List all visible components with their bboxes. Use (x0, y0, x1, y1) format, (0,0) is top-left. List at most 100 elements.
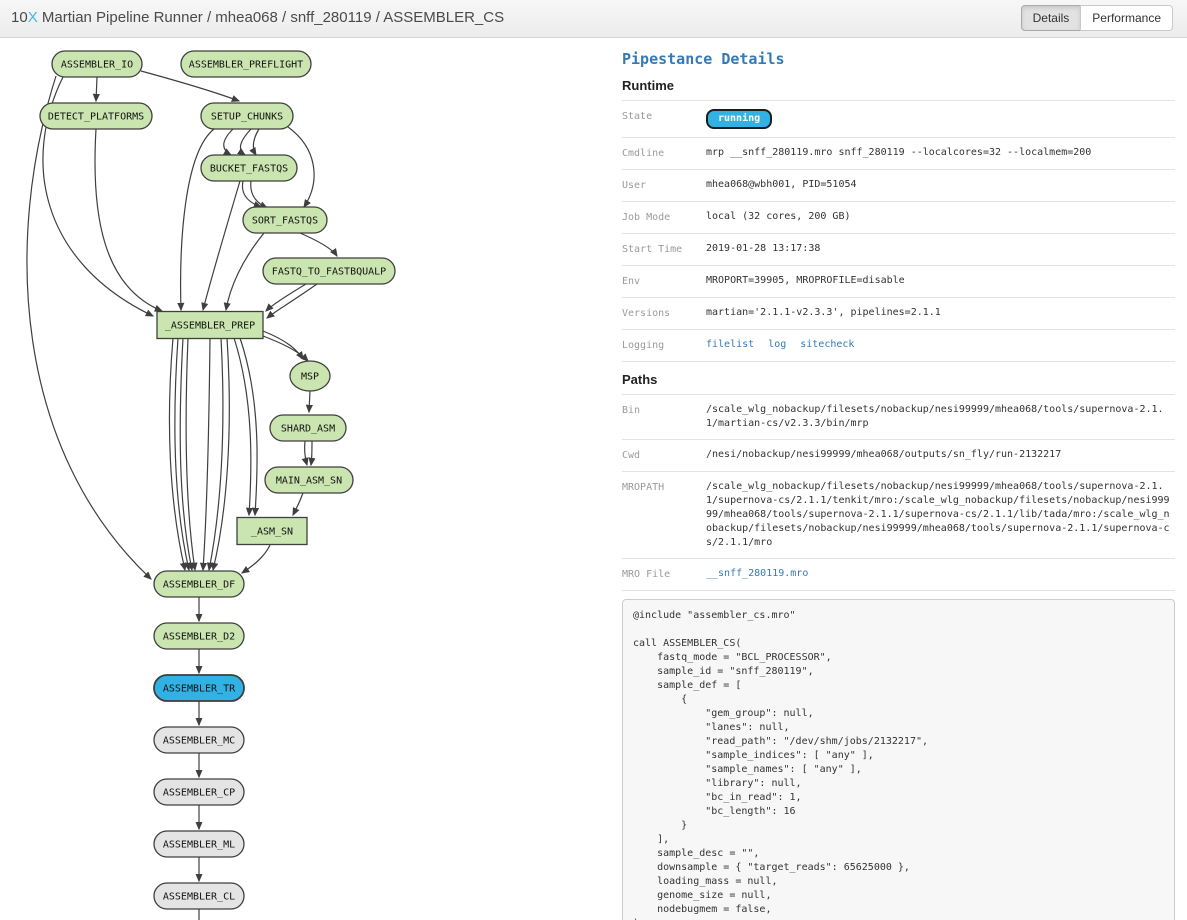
kv-value-env: MROPORT=39905, MROPROFILE=disable (706, 274, 1175, 289)
edge-SHARD_ASM-to-MAIN_ASM_SN (311, 441, 312, 465)
node-MSP[interactable]: MSP (290, 361, 330, 391)
node-ASSEMBLER_CP[interactable]: ASSEMBLER_CP (154, 779, 244, 805)
edge-_ASSEMBLER_PREP-to-_ASM_SN (234, 338, 251, 515)
node-label-_ASM_SN: _ASM_SN (251, 527, 293, 538)
kv-value-user: mhea068@wbh001, PID=51054 (706, 178, 1175, 193)
edge-FASTQ_TO_FASTBQUALP-to-_ASSEMBLER_PREP (267, 284, 317, 318)
node-label-DETECT_PLATFORMS: DETECT_PLATFORMS (48, 112, 144, 123)
brand-x: X (28, 9, 38, 26)
edge-FASTQ_TO_FASTBQUALP-to-_ASSEMBLER_PREP (266, 284, 306, 311)
top-bar: 10X Martian Pipeline Runner / mhea068 / … (0, 0, 1187, 38)
node-SETUP_CHUNKS[interactable]: SETUP_CHUNKS (201, 103, 293, 129)
edge-ASSEMBLER_IO-to-DETECT_PLATFORMS (96, 77, 97, 101)
node-ASSEMBLER_TR[interactable]: ASSEMBLER_TR (154, 675, 244, 701)
kv-label-start-time: Start Time (622, 242, 706, 257)
brand-10: 10 (11, 9, 28, 26)
node-label-BUCKET_FASTQS: BUCKET_FASTQS (210, 164, 288, 175)
kv-value-versions: martian='2.1.1-v2.3.3', pipelines=2.1.1 (706, 306, 1175, 321)
edge-BUCKET_FASTQS-to-_ASSEMBLER_PREP (203, 181, 240, 310)
node-label-FASTQ_TO_FASTBQUALP: FASTQ_TO_FASTBQUALP (272, 267, 386, 278)
kv-row-versions: Versionsmartian='2.1.1-v2.3.3', pipeline… (622, 298, 1175, 330)
kv-table-paths: Bin/scale_wlg_nobackup/filesets/nobackup… (622, 394, 1175, 591)
edge-SETUP_CHUNKS-to-BUCKET_FASTQS (240, 129, 251, 155)
edge-SETUP_CHUNKS-to-BUCKET_FASTQS (224, 129, 233, 155)
tab-details[interactable]: Details (1021, 5, 1082, 31)
node-label-ASSEMBLER_PREFLIGHT: ASSEMBLER_PREFLIGHT (189, 60, 303, 71)
kv-label-user: User (622, 178, 706, 193)
page-title: 10X Martian Pipeline Runner / mhea068 / … (11, 9, 504, 26)
kv-value-cmdline: mrp __snff_280119.mro snff_280119 --loca… (706, 146, 1175, 161)
kv-label-job-mode: Job Mode (622, 210, 706, 225)
kv-value-bin: /scale_wlg_nobackup/filesets/nobackup/ne… (706, 403, 1175, 431)
edge-_ASSEMBLER_PREP-to-ASSEMBLER_DF (186, 338, 195, 570)
kv-value-logging: filelist log sitecheck (706, 338, 1175, 353)
kv-value-state: running (706, 109, 1175, 129)
node-DETECT_PLATFORMS[interactable]: DETECT_PLATFORMS (40, 103, 152, 129)
edge-_ASSEMBLER_PREP-to-_ASM_SN (240, 338, 257, 515)
mro-source-code: @include "assembler_cs.mro" call ASSEMBL… (622, 599, 1175, 920)
breadcrumb: Martian Pipeline Runner / mhea068 / snff… (38, 9, 504, 26)
kv-value-mro-file: __snff_280119.mro (706, 567, 1175, 582)
edge-_ASSEMBLER_PREP-to-ASSEMBLER_DF (203, 338, 210, 570)
kv-row-logging: Loggingfilelist log sitecheck (622, 330, 1175, 362)
kv-label-versions: Versions (622, 306, 706, 321)
link-sitecheck[interactable]: sitecheck (800, 339, 854, 350)
node-ASSEMBLER_PREFLIGHT[interactable]: ASSEMBLER_PREFLIGHT (181, 51, 311, 77)
edge-ASSEMBLER_IO-to-ASSEMBLER_DF (27, 76, 151, 579)
node-ASSEMBLER_CL[interactable]: ASSEMBLER_CL (154, 883, 244, 909)
node-BUCKET_FASTQS[interactable]: BUCKET_FASTQS (201, 155, 297, 181)
kv-row-cwd: Cwd/nesi/nobackup/nesi99999/mhea068/outp… (622, 440, 1175, 472)
kv-row-job-mode: Job Modelocal (32 cores, 200 GB) (622, 202, 1175, 234)
link-mro-file[interactable]: __snff_280119.mro (706, 568, 808, 579)
details-sections: RuntimeStaterunningCmdlinemrp __snff_280… (622, 78, 1175, 591)
kv-row-env: EnvMROPORT=39905, MROPROFILE=disable (622, 266, 1175, 298)
node-label-MAIN_ASM_SN: MAIN_ASM_SN (276, 476, 342, 487)
node-SHARD_ASM[interactable]: SHARD_ASM (270, 415, 346, 441)
node-_ASM_SN[interactable]: _ASM_SN (237, 518, 307, 545)
kv-row-bin: Bin/scale_wlg_nobackup/filesets/nobackup… (622, 395, 1175, 440)
kv-value-cwd: /nesi/nobackup/nesi99999/mhea068/outputs… (706, 448, 1175, 463)
kv-label-cwd: Cwd (622, 448, 706, 463)
edge-_ASSEMBLER_PREP-to-ASSEMBLER_DF (209, 338, 223, 570)
kv-value-mropath: /scale_wlg_nobackup/filesets/nobackup/ne… (706, 480, 1175, 550)
kv-label-cmdline: Cmdline (622, 146, 706, 161)
node-label-ASSEMBLER_CL: ASSEMBLER_CL (163, 892, 235, 903)
node-label-ASSEMBLER_IO: ASSEMBLER_IO (61, 60, 133, 71)
link-filelist[interactable]: filelist (706, 339, 754, 350)
tab-performance[interactable]: Performance (1080, 5, 1173, 31)
node-ASSEMBLER_DF[interactable]: ASSEMBLER_DF (154, 571, 244, 597)
kv-label-state: State (622, 109, 706, 129)
edge-BUCKET_FASTQS-to-SORT_FASTQS (242, 181, 261, 207)
edge-SORT_FASTQS-to-_ASSEMBLER_PREP (226, 233, 264, 310)
edge-SORT_FASTQS-to-FASTQ_TO_FASTBQUALP (300, 233, 337, 256)
pipeline-graph: ASSEMBLER_IO ASSEMBLER_PREFLIGHT DETECT_PL… (0, 42, 620, 920)
kv-label-logging: Logging (622, 338, 706, 353)
node-_ASSEMBLER_PREP[interactable]: _ASSEMBLER_PREP (157, 312, 263, 339)
kv-value-start-time: 2019-01-28 13:17:38 (706, 242, 1175, 257)
link-log[interactable]: log (768, 339, 786, 350)
state-badge: running (706, 109, 772, 129)
kv-row-start-time: Start Time2019-01-28 13:17:38 (622, 234, 1175, 266)
kv-row-mro-file: MRO File__snff_280119.mro (622, 559, 1175, 591)
node-MAIN_ASM_SN[interactable]: MAIN_ASM_SN (265, 467, 353, 493)
node-label-MSP: MSP (301, 372, 319, 383)
edge-MSP-to-SHARD_ASM (309, 391, 310, 412)
node-label-SHARD_ASM: SHARD_ASM (281, 424, 335, 435)
node-ASSEMBLER_D2[interactable]: ASSEMBLER_D2 (154, 623, 244, 649)
panel-title: Pipestance Details (622, 50, 1175, 68)
node-label-SETUP_CHUNKS: SETUP_CHUNKS (211, 112, 283, 123)
node-label-ASSEMBLER_ML: ASSEMBLER_ML (163, 840, 235, 851)
section-heading-runtime: Runtime (622, 78, 1175, 100)
edge-DETECT_PLATFORMS-to-_ASSEMBLER_PREP (95, 129, 162, 311)
node-ASSEMBLER_IO[interactable]: ASSEMBLER_IO (52, 51, 142, 77)
node-FASTQ_TO_FASTBQUALP[interactable]: FASTQ_TO_FASTBQUALP (263, 258, 395, 284)
node-ASSEMBLER_MC[interactable]: ASSEMBLER_MC (154, 727, 244, 753)
node-SORT_FASTQS[interactable]: SORT_FASTQS (243, 207, 327, 233)
edge-SETUP_CHUNKS-to-BUCKET_FASTQS (253, 129, 259, 155)
node-label-ASSEMBLER_CP: ASSEMBLER_CP (163, 788, 235, 799)
node-label-_ASSEMBLER_PREP: _ASSEMBLER_PREP (165, 321, 255, 332)
node-ASSEMBLER_ML[interactable]: ASSEMBLER_ML (154, 831, 244, 857)
kv-row-user: Usermhea068@wbh001, PID=51054 (622, 170, 1175, 202)
kv-label-mropath: MROPATH (622, 480, 706, 550)
kv-label-env: Env (622, 274, 706, 289)
